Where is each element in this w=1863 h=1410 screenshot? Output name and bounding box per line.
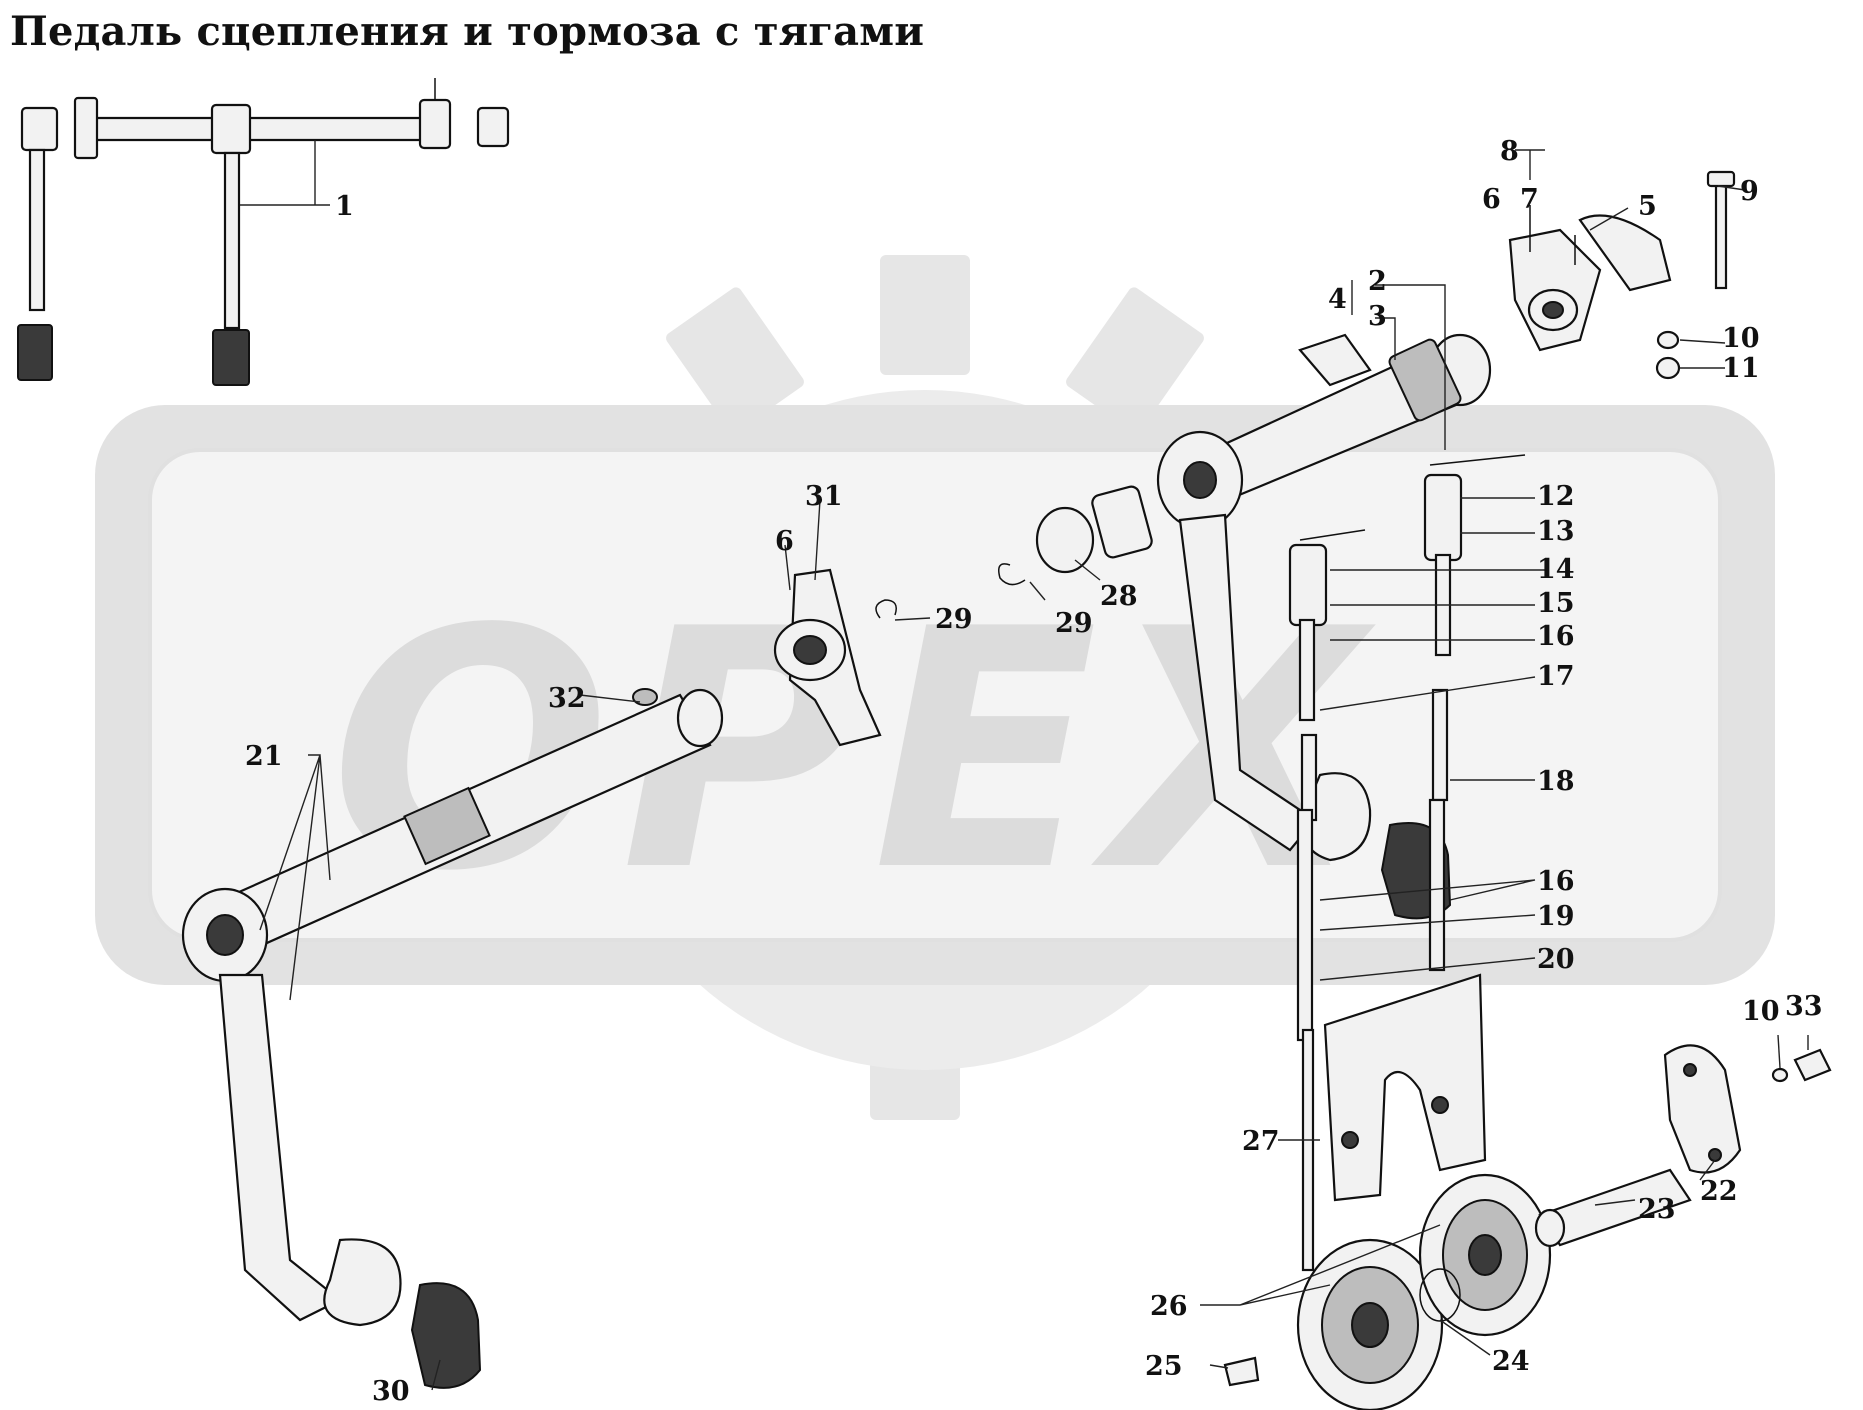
label-6-left: 6 <box>775 526 794 557</box>
label-21: 21 <box>245 741 283 772</box>
lower-bracket-assembly <box>1223 973 1832 1410</box>
part-labels: 1 2 3 4 5 6 7 8 9 10 11 12 13 14 15 16 1… <box>245 136 1823 1407</box>
label-16-bottom: 16 <box>1537 866 1575 897</box>
label-3: 3 <box>1368 301 1387 332</box>
label-6-top: 6 <box>1482 184 1501 215</box>
label-22: 22 <box>1700 1176 1738 1207</box>
leader-lines <box>259 149 1809 1391</box>
label-5: 5 <box>1638 191 1657 222</box>
label-15: 15 <box>1537 588 1575 619</box>
label-27: 27 <box>1242 1126 1280 1157</box>
label-8: 8 <box>1500 136 1519 167</box>
label-4: 4 <box>1328 284 1347 315</box>
label-16-top: 16 <box>1537 621 1575 652</box>
label-23: 23 <box>1638 1194 1676 1225</box>
assembled-pedal-inset <box>17 78 510 386</box>
label-25: 25 <box>1145 1351 1183 1382</box>
label-14: 14 <box>1537 554 1575 585</box>
label-20: 20 <box>1537 944 1575 975</box>
label-11: 11 <box>1722 353 1760 384</box>
label-29-center: 29 <box>1055 608 1093 639</box>
clutch-pedal-shaft <box>181 688 724 1389</box>
brake-pedal-shaft <box>998 333 1492 920</box>
label-7: 7 <box>1520 184 1539 215</box>
label-32: 32 <box>548 683 586 714</box>
label-28: 28 <box>1100 581 1138 612</box>
label-10-bottom: 10 <box>1742 996 1780 1027</box>
label-1: 1 <box>335 191 354 222</box>
bracket-31 <box>773 568 897 747</box>
label-9: 9 <box>1740 176 1759 207</box>
label-12: 12 <box>1537 481 1575 512</box>
label-30: 30 <box>372 1376 410 1407</box>
label-13: 13 <box>1537 516 1575 547</box>
label-19: 19 <box>1537 901 1575 932</box>
label-33: 33 <box>1785 991 1823 1022</box>
label-31: 31 <box>805 481 843 512</box>
label-26: 26 <box>1150 1291 1188 1322</box>
rods <box>1288 454 1526 1042</box>
label-24: 24 <box>1492 1346 1530 1377</box>
bracket-5 <box>1508 170 1736 380</box>
label-18: 18 <box>1537 766 1575 797</box>
label-17: 17 <box>1537 661 1575 692</box>
diagram-title: Педаль сцепления и тормоза с тягами <box>10 8 925 55</box>
label-10-top: 10 <box>1722 323 1760 354</box>
label-29-right: 29 <box>935 604 973 635</box>
watermark: OPEX <box>95 255 1775 1120</box>
label-2: 2 <box>1368 266 1387 297</box>
